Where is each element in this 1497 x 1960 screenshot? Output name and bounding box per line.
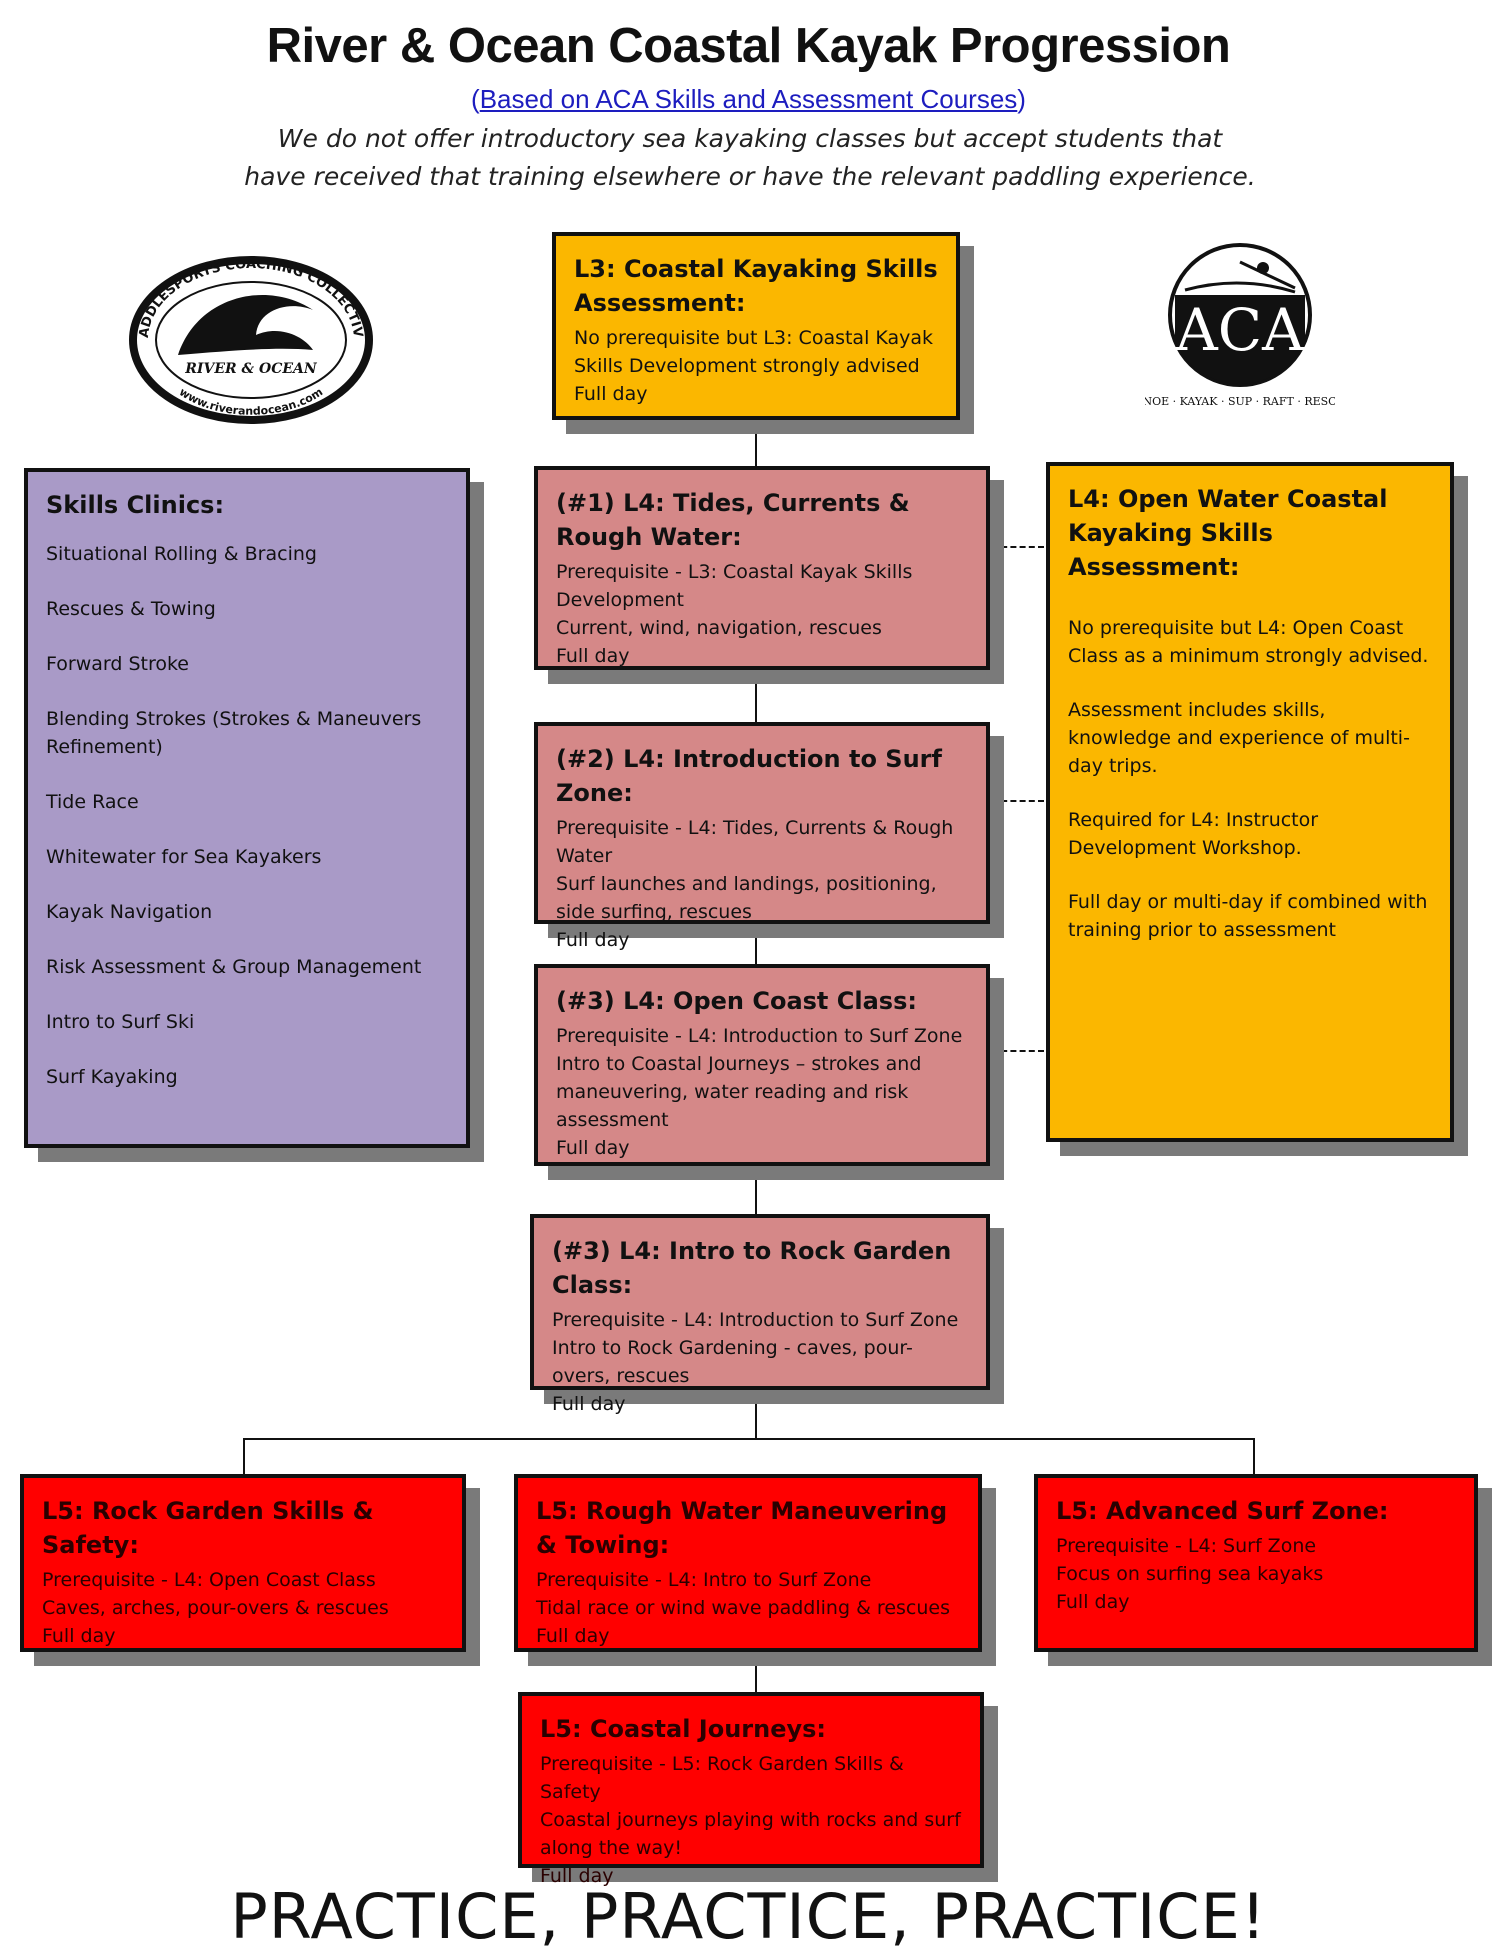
clinic-item: Surf Kayaking — [46, 1066, 178, 1088]
aca-courses-link[interactable]: Based on ACA Skills and Assessment Cours… — [479, 84, 1018, 114]
clinic-item: Intro to Surf Ski — [46, 1011, 195, 1033]
l4-step-line: Full day — [556, 929, 630, 951]
kayaker-logo-icon — [1184, 260, 1296, 294]
skills-clinics-box: Skills Clinics: Situational Rolling & Br… — [24, 468, 470, 1148]
l5-coastal-journeys-box: L5: Coastal Journeys: Prerequisite - L5:… — [518, 1692, 984, 1887]
l4-step-line: Intro to Rock Gardening - caves, pour-ov… — [552, 1337, 913, 1387]
clinic-item: Blending Strokes (Strokes & Maneuvers Re… — [46, 708, 422, 758]
l4-assessment-paragraph: Assessment includes skills, knowledge an… — [1068, 699, 1410, 777]
l5-heading: L5: Advanced Surf Zone: — [1056, 1497, 1389, 1525]
skills-clinics-heading: Skills Clinics: — [46, 491, 225, 519]
l3-heading: L3: Coastal Kayaking Skills Assessment: — [574, 255, 938, 317]
connector-l5-left — [243, 1438, 245, 1476]
dashed-link-1 — [992, 546, 1044, 548]
intro-line-1: We do not offer introductory sea kayakin… — [277, 124, 1223, 153]
l5-line: Full day — [1056, 1591, 1130, 1613]
l4-step-line: Prerequisite - L4: Introduction to Surf … — [552, 1309, 959, 1331]
intro-line-2: have received that training elsewhere or… — [244, 162, 1256, 191]
subtitle-close: ) — [1017, 84, 1026, 114]
connector-l4-2-l4-3 — [755, 922, 757, 966]
l4-step-line: Prerequisite - L3: Coastal Kayak Skills … — [556, 561, 913, 611]
connector-l3-l4-1 — [755, 420, 757, 468]
l4-step-3-box: (#3) L4: Open Coast Class: Prerequisite … — [534, 964, 990, 1166]
l5-rock-garden-box: L5: Rock Garden Skills & Safety: Prerequ… — [20, 1474, 466, 1652]
dashed-link-2 — [992, 800, 1044, 802]
l5-line: Full day — [540, 1865, 614, 1887]
subtitle-open: ( — [471, 84, 480, 114]
l4-assessment-paragraph: Required for L4: Instructor Development … — [1068, 809, 1319, 859]
l3-assessment-box: L3: Coastal Kayaking Skills Assessment: … — [552, 232, 960, 420]
l4-step-heading: (#3) L4: Open Coast Class: — [556, 987, 917, 1015]
l4-assessment-heading: L4: Open Water Coastal Kayaking Skills A… — [1068, 485, 1388, 581]
l5-heading: L5: Rock Garden Skills & Safety: — [42, 1497, 374, 1559]
l4-step-line: Prerequisite - L4: Introduction to Surf … — [556, 1025, 963, 1047]
l5-line: Prerequisite - L5: Rock Garden Skills & … — [540, 1753, 904, 1803]
l5-line: Full day — [42, 1625, 116, 1647]
l4-step-line: Prerequisite - L4: Tides, Currents & Rou… — [556, 817, 954, 867]
l4-step-line: Intro to Coastal Journeys – strokes and … — [556, 1053, 922, 1131]
l5-line: Prerequisite - L4: Open Coast Class — [42, 1569, 376, 1591]
l4-assessment-box: L4: Open Water Coastal Kayaking Skills A… — [1046, 462, 1454, 1142]
clinic-item: Rescues & Towing — [46, 598, 216, 620]
l5-line: Caves, arches, pour-overs & rescues — [42, 1597, 389, 1619]
clinic-item: Kayak Navigation — [46, 901, 213, 923]
dashed-link-3 — [992, 1050, 1044, 1052]
aca-main-text: ACA — [1175, 296, 1305, 364]
practice-footer: PRACTICE, PRACTICE, PRACTICE! — [230, 1880, 1267, 1953]
connector-l5-journeys — [755, 1640, 757, 1694]
l5-heading: L5: Rough Water Maneuvering & Towing: — [536, 1497, 948, 1559]
clinic-item: Tide Race — [46, 791, 139, 813]
clinic-item: Risk Assessment & Group Management — [46, 956, 422, 978]
l3-line: No prerequisite but L3: Coastal Kayak Sk… — [574, 327, 934, 377]
l4-step-line: Full day — [556, 645, 630, 667]
l4-step-heading: (#1) L4: Tides, Currents & Rough Water: — [556, 489, 910, 551]
connector-l4-3-l4-4 — [755, 1164, 757, 1214]
l4-step-line: Surf launches and landings, positioning,… — [556, 873, 937, 923]
l5-line: Tidal race or wind wave paddling & rescu… — [536, 1597, 950, 1619]
l5-rough-water-box: L5: Rough Water Maneuvering & Towing: Pr… — [514, 1474, 982, 1652]
connector-l5-branch — [243, 1438, 1255, 1440]
l4-step-heading: (#3) L4: Intro to Rock Garden Class: — [552, 1237, 952, 1299]
l4-step-heading: (#2) L4: Introduction to Surf Zone: — [556, 745, 942, 807]
clinic-item: Forward Stroke — [46, 653, 189, 675]
l4-step-1-box: (#1) L4: Tides, Currents & Rough Water: … — [534, 466, 990, 670]
l5-advanced-surf-box: L5: Advanced Surf Zone: Prerequisite - L… — [1034, 1474, 1478, 1652]
river-ocean-logo: PADDLESPORTS COACHING COLLECTIVE RIVER &… — [128, 255, 373, 424]
l4-assessment-paragraph: No prerequisite but L4: Open Coast Class… — [1068, 617, 1429, 667]
l4-assessment-paragraph: Full day or multi-day if combined with t… — [1068, 891, 1428, 941]
l5-line: Prerequisite - L4: Intro to Surf Zone — [536, 1569, 872, 1591]
l3-line: Full day — [574, 383, 648, 405]
l4-step-2-box: (#2) L4: Introduction to Surf Zone: Prer… — [534, 722, 990, 951]
clinic-item: Situational Rolling & Bracing — [46, 543, 317, 565]
logo-inner-text: RIVER & OCEAN — [184, 361, 318, 377]
intro-note: We do not offer introductory sea kayakin… — [200, 120, 1300, 196]
page-title: River & Ocean Coastal Kayak Progression — [266, 19, 1231, 73]
l5-line: Prerequisite - L4: Surf Zone — [1056, 1535, 1317, 1557]
connector-l4-4-l5 — [755, 1388, 757, 1438]
l4-step-line: Full day — [556, 1137, 630, 1159]
l5-line: Coastal journeys playing with rocks and … — [540, 1809, 961, 1859]
connector-l5-right — [1253, 1438, 1255, 1476]
l5-line: Focus on surfing sea kayaks — [1056, 1563, 1324, 1585]
l4-step-line: Full day — [552, 1393, 626, 1415]
connector-l4-1-l4-2 — [755, 668, 757, 724]
l4-step-line: Current, wind, navigation, rescues — [556, 617, 882, 639]
clinic-item: Whitewater for Sea Kayakers — [46, 846, 322, 868]
wave-logo-icon — [178, 295, 313, 355]
l4-step-4-box: (#3) L4: Intro to Rock Garden Class: Pre… — [530, 1214, 990, 1415]
l5-heading: L5: Coastal Journeys: — [540, 1715, 827, 1743]
subtitle: (Based on ACA Skills and Assessment Cour… — [0, 84, 1497, 115]
l5-line: Full day — [536, 1625, 610, 1647]
